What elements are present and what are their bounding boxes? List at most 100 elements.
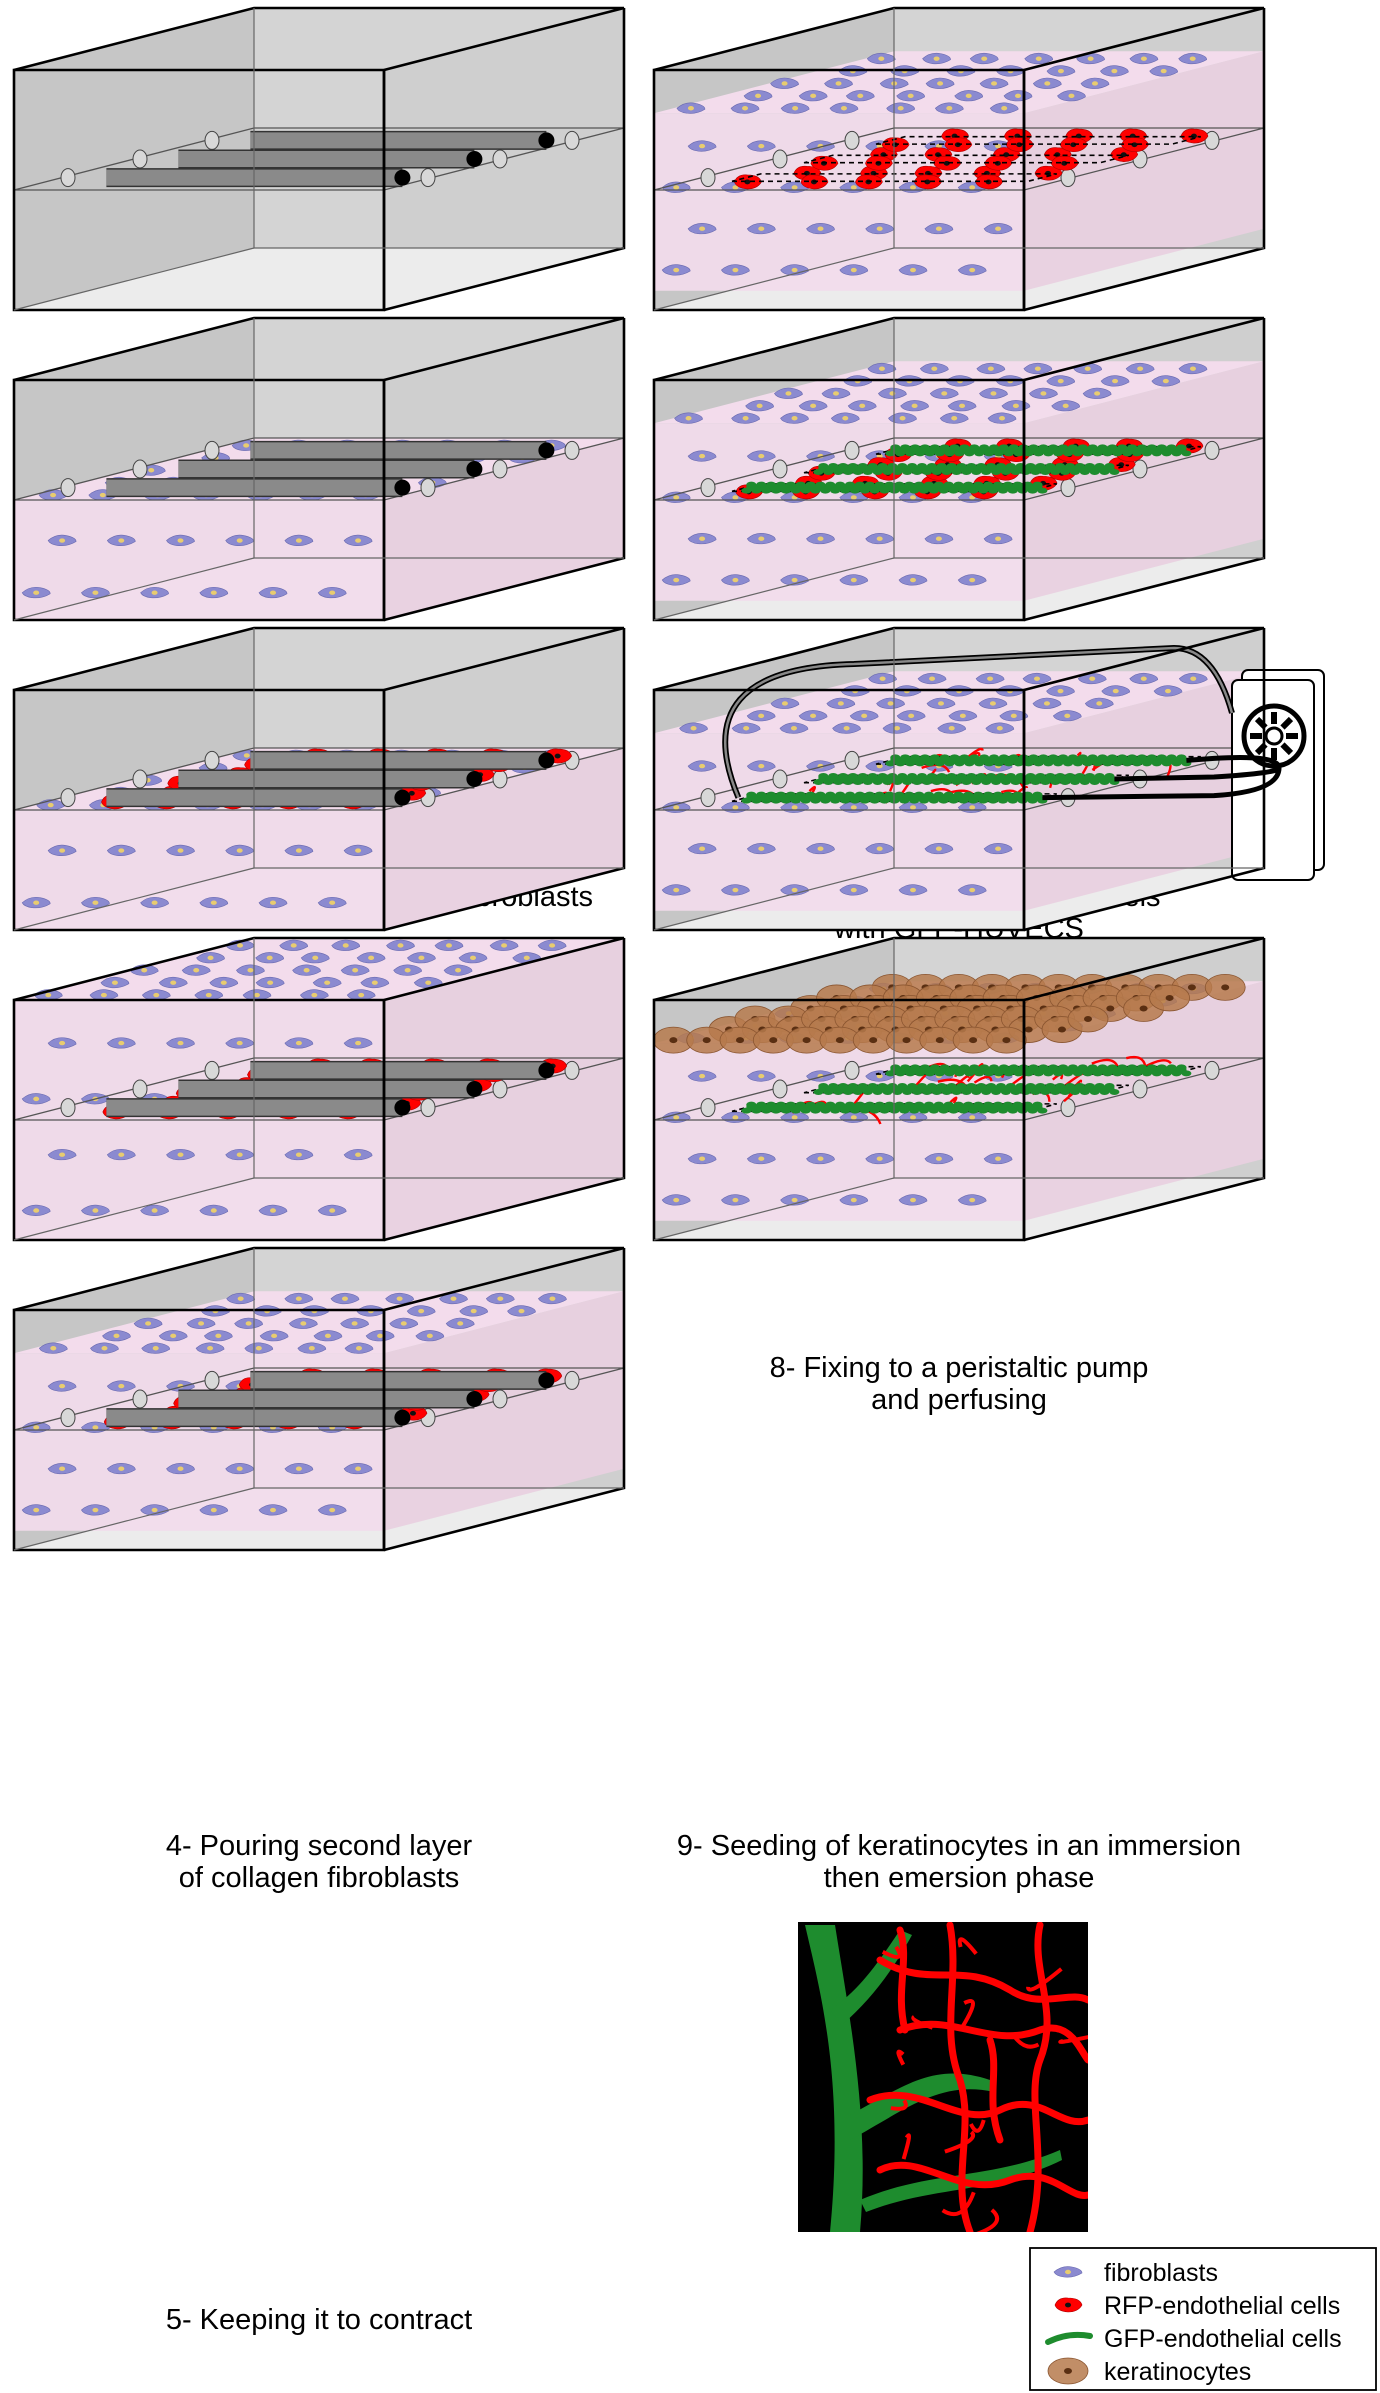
- gfp-cell: [849, 797, 860, 804]
- gfp-cell: [1000, 1089, 1011, 1095]
- fibroblast-icon: [948, 710, 978, 722]
- fibroblast-icon: [798, 90, 828, 102]
- gfp-cell: [946, 1083, 957, 1089]
- fibroblast-icon: [983, 1152, 1013, 1165]
- gfp-cell: [1043, 1070, 1054, 1077]
- gfp-cell: [1040, 1089, 1051, 1095]
- gfp-cell: [775, 1101, 786, 1108]
- fibroblast-icon: [38, 1342, 68, 1354]
- gfp-cell: [1017, 1107, 1028, 1114]
- gfp-cell: [751, 797, 762, 804]
- peristaltic-pump: [722, 644, 1325, 881]
- gfp-cell: [981, 469, 992, 475]
- panel-caption: 4- Pouring second layer: [166, 1830, 473, 1862]
- gfp-cell: [1025, 1083, 1036, 1089]
- fibroblast-icon: [896, 710, 926, 722]
- fibroblast-icon: [258, 896, 288, 909]
- gfp-cell: [926, 1083, 937, 1089]
- hollow-channel: [875, 135, 1202, 145]
- gfp-cell: [1146, 444, 1157, 451]
- gfp-cell: [909, 797, 920, 804]
- gfp-cell: [1010, 469, 1021, 475]
- gfp-cell: [953, 791, 964, 798]
- fibroblast-icon: [746, 710, 776, 722]
- fibroblast-icon: [1057, 90, 1086, 102]
- gfp-cell: [838, 1083, 849, 1089]
- gfp-cell: [936, 463, 947, 469]
- gfp-cell: [919, 797, 929, 804]
- gfp-cell: [923, 481, 934, 488]
- gfp-cell: [818, 463, 829, 469]
- gfp-cell: [872, 469, 883, 475]
- fibroblast-icon: [258, 1204, 288, 1216]
- fibroblast-icon: [839, 574, 869, 586]
- fibroblast-icon: [780, 1194, 809, 1206]
- gfp-cell: [1028, 1064, 1039, 1071]
- gfp-cell: [884, 1101, 895, 1108]
- fibroblast-icon: [947, 400, 977, 412]
- gfp-cell: [810, 1107, 821, 1114]
- gfp-cell: [1176, 1064, 1187, 1071]
- anchor-hole: [564, 1370, 580, 1390]
- gfp-cell: [895, 1070, 906, 1077]
- gfp-cell: [954, 760, 965, 767]
- fibroblast-icon: [81, 586, 110, 599]
- gfp-cell: [780, 487, 791, 494]
- gfp-cell: [1030, 779, 1041, 785]
- fibroblast-icon: [687, 1070, 717, 1082]
- anchor-hole: [700, 168, 716, 188]
- rotor-roller: [1280, 716, 1294, 730]
- gfp-cell: [1132, 760, 1143, 767]
- anchor-hole: [132, 769, 148, 789]
- fibroblast-icon: [978, 697, 1008, 709]
- fibroblast-icon: [975, 672, 1005, 685]
- fibroblast-icon: [106, 1462, 136, 1475]
- gfp-cell: [997, 1107, 1008, 1114]
- gfp-cell: [988, 797, 999, 804]
- gfp-cell: [946, 773, 957, 779]
- fibroblast-icon: [934, 102, 964, 114]
- gfp-cell: [1146, 754, 1157, 761]
- fibroblast-icon: [806, 1152, 835, 1165]
- fibroblast-icon: [821, 387, 851, 399]
- anchor-hole: [844, 750, 860, 770]
- anchor-hole: [772, 769, 788, 789]
- gfp-cell: [900, 444, 911, 451]
- gfp-cell: [1171, 760, 1182, 767]
- gfp-cell: [926, 463, 937, 469]
- fibroblast-icon: [780, 264, 809, 276]
- fibroblast-icon: [798, 710, 828, 722]
- gfp-cell: [914, 1101, 925, 1108]
- gfp-cell: [746, 1101, 757, 1108]
- fibroblast-icon: [743, 90, 773, 102]
- gfp-cell: [900, 754, 911, 761]
- fibroblast-icon: [386, 939, 415, 951]
- gfp-cell: [959, 754, 970, 761]
- gfp-cell: [966, 773, 977, 779]
- collagen-right: [1024, 51, 1264, 291]
- keratinocyte-icon: [1047, 2357, 1089, 2385]
- gfp-cell: [885, 760, 896, 767]
- rfp-capillary: [976, 2208, 999, 2232]
- fibroblast-icon: [1046, 685, 1075, 697]
- gfp-cell: [974, 1070, 985, 1077]
- fibroblast-icon: [81, 1204, 110, 1216]
- gfp-cell: [943, 791, 954, 798]
- gfp-cell: [944, 1070, 955, 1077]
- fibroblast-icon: [434, 939, 464, 951]
- gfp-cell: [1104, 773, 1115, 779]
- fibroblast-icon: [313, 1330, 343, 1342]
- gfp-cell: [956, 1083, 967, 1089]
- fibroblast-icon: [661, 264, 691, 276]
- gfp-cell: [756, 791, 767, 798]
- gfp-cell: [1069, 779, 1080, 785]
- fibroblast-icon: [331, 939, 361, 951]
- gfp-cell: [1002, 1101, 1013, 1108]
- gfp-cell: [902, 1089, 913, 1095]
- gfp-cell: [983, 481, 994, 488]
- fibroblast-icon: [300, 952, 330, 964]
- fibroblast-icon: [140, 586, 169, 599]
- gfp-cell: [931, 779, 942, 785]
- gfp-cell: [921, 779, 932, 785]
- gfp-cell: [915, 450, 925, 457]
